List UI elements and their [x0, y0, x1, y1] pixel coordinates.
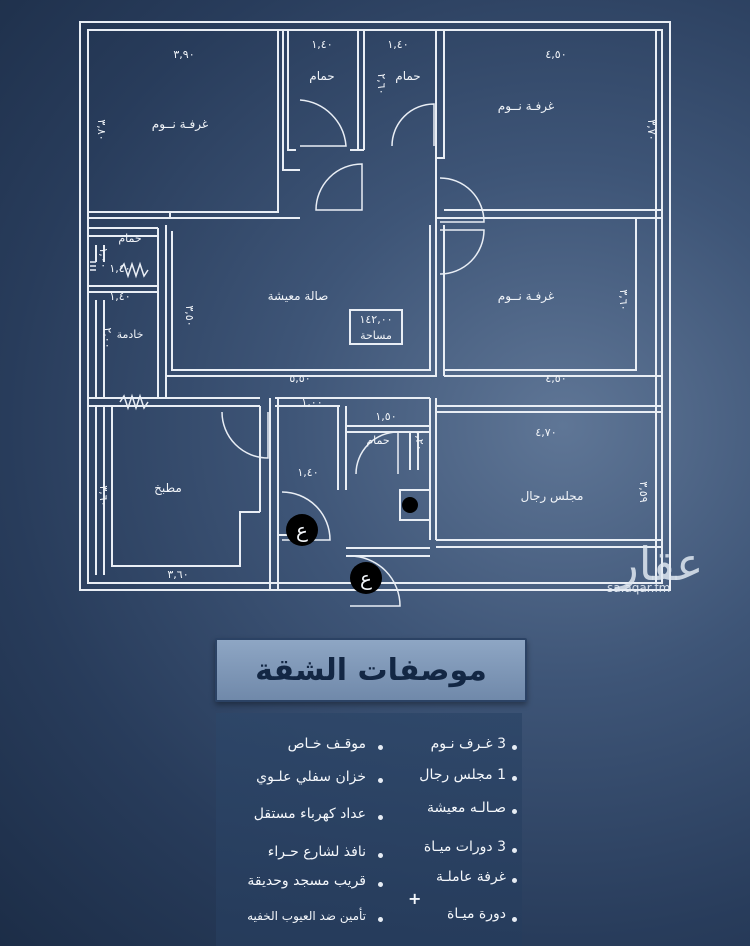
- dim-top-right-h: ٣,٧٠: [645, 119, 658, 140]
- entrance-label-2: ع: [360, 566, 372, 590]
- dim-top-right-w: ٤,٥٠: [545, 48, 566, 61]
- bullet: [378, 917, 383, 922]
- aqar-url: sa.aqar.fm: [607, 581, 671, 595]
- bullet: [378, 815, 383, 820]
- spec-electric-meter: عداد كهرباء مستقل: [253, 806, 366, 822]
- dim-entry-w: ١,٤٠: [297, 466, 318, 479]
- doors: [221, 99, 485, 607]
- dim-mid-bath-h: ١,٢٠: [413, 429, 426, 450]
- spec-bathroom: دورة ميـاة: [447, 906, 506, 922]
- spec-plus: +: [408, 889, 422, 908]
- room-bath-2: حمام: [395, 69, 420, 83]
- dim-bath1-w: ١,٤٠: [311, 38, 332, 51]
- dim-majlis-w: ٤,٧٠: [535, 426, 556, 439]
- dim-corridor-w: ١,٠٠: [301, 396, 322, 409]
- room-men-majlis: مجلس رجال: [521, 489, 584, 504]
- dim-maid-w: ١,٤٠: [109, 290, 130, 303]
- spec-parking: موقـف خـاص: [287, 736, 366, 752]
- dim-bath2-w: ١,٤٠: [387, 38, 408, 51]
- room-bedroom-top-left: غرفـة نــوم: [152, 117, 208, 132]
- room-bath-left: حمام: [118, 232, 141, 245]
- interior-walls: [88, 30, 662, 590]
- room-bedroom-right: غرفـة نــوم: [498, 289, 554, 304]
- dim-maid-h: ٢,٠٠: [101, 327, 114, 348]
- bullet: [512, 848, 517, 853]
- bullet: [512, 745, 517, 750]
- room-bedroom-top-right: غرفـة نــوم: [498, 99, 554, 114]
- floor-plan: ع ع غرفـة نــوم حمام حمام غرفـة نــوم حم…: [79, 21, 671, 607]
- spec-street-access: نافذ لشارع حـراء: [267, 844, 366, 860]
- specs-panel: [216, 713, 522, 946]
- area-box: [349, 309, 403, 345]
- dim-living-w: ٥,٥٠: [289, 372, 310, 385]
- windows: [90, 261, 418, 513]
- dim-right-bed-h: ٣,٦٠: [617, 289, 630, 310]
- spec-bathrooms: 3 دورات ميـاة: [423, 839, 506, 855]
- dim-kitchen-w: ٣,٦٠: [167, 568, 188, 581]
- spec-bedrooms: 3 غـرف نـوم: [430, 736, 506, 752]
- bullet: [512, 878, 517, 883]
- bullet: [512, 776, 517, 781]
- dim-left-bath-w: ١,٤٠: [109, 262, 130, 275]
- entrance-markers: [286, 514, 382, 594]
- room-kitchen: مطبخ: [154, 481, 182, 495]
- dim-mid-bath-w: ١,٥٠: [375, 410, 396, 423]
- bullet: [378, 745, 383, 750]
- room-bath-mid: حمام: [366, 434, 389, 447]
- spec-near-mosque: قريب مسجد وحديقة: [247, 873, 366, 889]
- entrance-label-1: ع: [296, 518, 308, 542]
- room-maid: خادمة: [117, 328, 144, 341]
- dim-left-bath-h: ١,٠٠: [97, 247, 110, 268]
- bullet: [512, 917, 517, 922]
- spec-warranty: تأمين ضد العيوب الخفيه: [247, 909, 366, 923]
- dim-top-left-w: ٣,٩٠: [173, 48, 194, 61]
- bullet: [378, 882, 383, 887]
- bullet: [512, 809, 517, 814]
- spec-maid-room: غرفة عاملـة: [435, 869, 506, 885]
- bullet: [378, 853, 383, 858]
- dim-kitchen-h: ٣,٦٠: [97, 485, 110, 506]
- spec-majlis: 1 مجلس رجال: [419, 767, 506, 783]
- dim-living-h: ٣,٥٠: [183, 305, 196, 326]
- dim-bath2-h: ٢,٦٠: [375, 73, 388, 94]
- bullet: [378, 778, 383, 783]
- spec-water-tank: خزان سفلي علـوي: [256, 769, 366, 785]
- spec-living: صـالـه معيشة: [426, 800, 506, 816]
- room-living-hall: صالة معيشة: [268, 289, 329, 303]
- dim-right-bed-w: ٤,٥٠: [545, 372, 566, 385]
- outer-walls: [79, 21, 671, 591]
- aqar-logo-text: عقار: [615, 537, 704, 591]
- aqar-logo: عقار: [615, 537, 704, 591]
- specs-title: موصفات الشقة: [215, 638, 527, 702]
- dim-majlis-h: ٣,٥٩: [637, 481, 650, 502]
- dim-area-value: ١٤٢,٠٠: [359, 313, 392, 326]
- dim-top-left-h: ٣,٨٠: [95, 119, 108, 140]
- room-bath-1: حمام: [309, 69, 334, 83]
- room-area-label: مساحة: [360, 329, 392, 342]
